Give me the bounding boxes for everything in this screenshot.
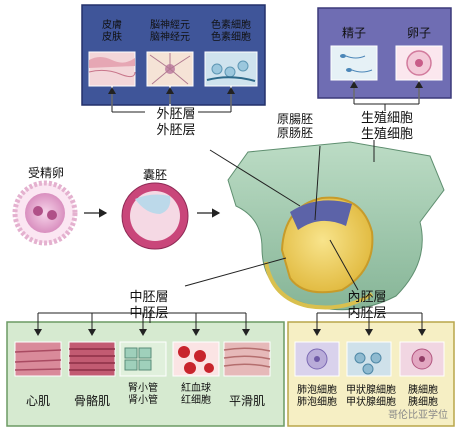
cardiac-muscle-label: 心肌 (25, 394, 50, 408)
red-blood-cell-image (172, 341, 220, 377)
smooth-muscle-image (223, 341, 271, 377)
cardiac-muscle-image (14, 341, 62, 377)
skin-label: 皮膚 皮肤 (102, 20, 122, 43)
pigment-cell-image (204, 51, 258, 87)
smooth-muscle-label: 平滑肌 (228, 394, 265, 408)
ectoderm-label: 外胚層 外胚层 (156, 107, 196, 138)
zygote-image (12, 180, 78, 246)
egg-label: 卵子 (406, 26, 431, 40)
gastrula-label: 原腸胚 原肠胚 (276, 112, 313, 140)
sperm-label: 精子 (341, 26, 366, 40)
pigment-label: 色素細胞 色素细胞 (211, 20, 251, 43)
watermark: 哥伦比亚学位 (388, 410, 448, 421)
gastrula-image (227, 141, 445, 311)
alveolar-cell-label: 肺泡細胞 肺泡细胞 (297, 385, 337, 408)
blastula-image (121, 182, 189, 250)
neuron-label: 脳神經元 脑神经元 (150, 20, 190, 43)
neuron-cell-image (146, 51, 194, 87)
zygote-label: 受精卵 (27, 166, 64, 180)
skin-cell-image (88, 51, 136, 87)
thyroid-cell-image (346, 341, 392, 377)
endoderm-label: 內胚層 内胚层 (347, 290, 387, 321)
red-blood-cell-label: 紅血球 红细胞 (181, 383, 211, 406)
kidney-tubule-label: 腎小管 肾小管 (128, 383, 158, 406)
skeletal-muscle-image (68, 341, 116, 377)
thyroid-cell-label: 甲狀腺細胞 甲状腺细胞 (346, 385, 396, 408)
germ-cell-label: 生殖細胞 生殖细胞 (360, 111, 413, 142)
mesoderm-tree-lines (34, 312, 250, 336)
pancreatic-cell-image (399, 341, 445, 377)
sperm-image (330, 45, 378, 81)
endoderm-tree-lines (313, 312, 426, 336)
kidney-tubule-image (119, 341, 167, 377)
blastula-label: 囊胚 (142, 168, 167, 182)
pancreatic-cell-label: 胰細胞 胰细胞 (408, 385, 438, 408)
mesoderm-label: 中胚層 中胚层 (129, 290, 169, 321)
skeletal-muscle-label: 骨骼肌 (73, 394, 110, 408)
alveolar-cell-image (294, 341, 340, 377)
egg-image (395, 45, 443, 81)
